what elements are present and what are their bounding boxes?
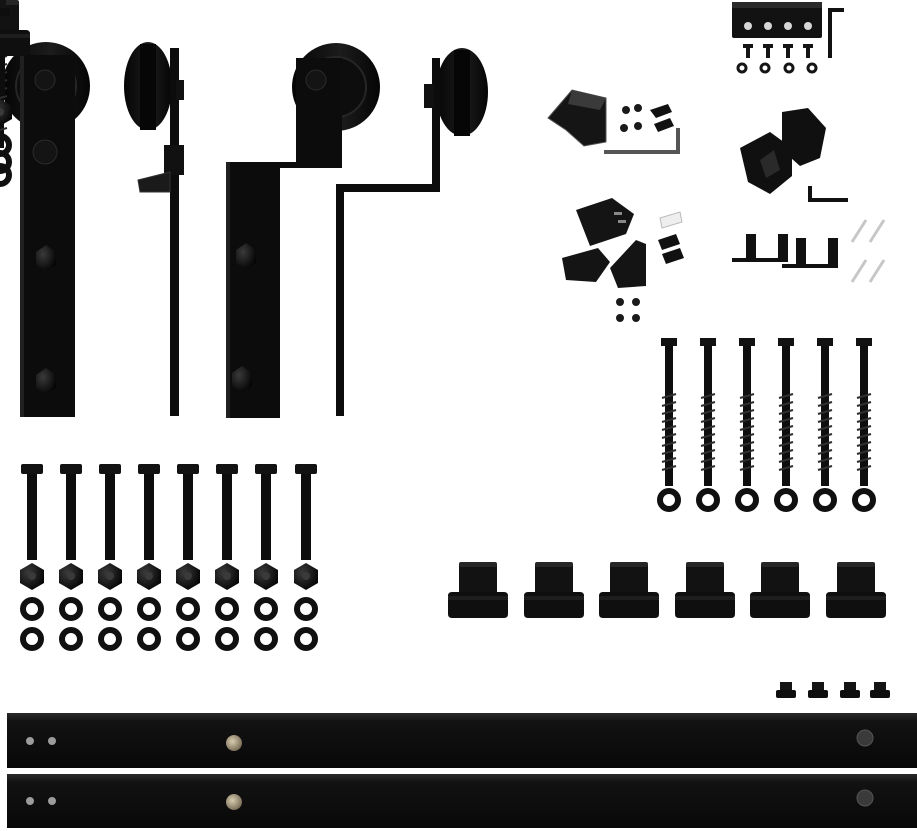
hanger-bolt — [294, 464, 318, 648]
hanger-bolt — [98, 464, 122, 648]
hanger-bolt-head — [36, 245, 56, 271]
hanger-strap — [20, 55, 75, 417]
allen-key — [808, 186, 848, 202]
wall-plugs — [850, 219, 886, 283]
lag-screw — [816, 338, 834, 509]
hanger-bolt — [137, 464, 161, 648]
rail-end-stop — [870, 682, 890, 698]
floor-guide-bracket — [547, 89, 680, 154]
lag-screw — [699, 338, 717, 509]
hanger-strap — [226, 58, 342, 418]
rail — [7, 774, 917, 828]
hanger-bolt — [176, 464, 200, 648]
allen-key — [604, 128, 680, 154]
floor-guide-rails — [732, 219, 886, 283]
lag-screw — [777, 338, 795, 509]
spacer — [826, 562, 886, 618]
door-guide — [740, 108, 848, 202]
spacer — [750, 562, 810, 618]
hanger-bolt — [20, 464, 44, 648]
lag-screw — [855, 338, 873, 509]
spacer — [599, 562, 659, 618]
rail-end-stop — [776, 682, 796, 698]
offset-hanger-side — [336, 48, 488, 416]
straight-hanger — [2, 42, 90, 417]
lag-screw — [738, 338, 756, 509]
hanger-bolt-head — [36, 368, 56, 394]
block-screw-row — [743, 44, 813, 58]
anti-jump-block — [732, 2, 844, 74]
hanger-bolt — [215, 464, 239, 648]
spacer — [524, 562, 584, 618]
wall-stop-brackets — [562, 198, 684, 322]
hanger-bolt — [254, 464, 278, 648]
rail-end-stop — [840, 682, 860, 698]
offset-hanger — [226, 43, 380, 418]
rail-end-stop — [808, 682, 828, 698]
lag-screw — [660, 338, 678, 509]
allen-key — [828, 8, 844, 58]
straight-hanger-side — [124, 42, 184, 416]
spacer — [448, 562, 508, 618]
hanger-bolt — [59, 464, 83, 648]
spacer — [675, 562, 735, 618]
hanger-bolt-head — [232, 366, 252, 392]
rail — [7, 713, 917, 768]
rail-end-stops — [0, 8, 890, 698]
hanger-bolt-head — [236, 243, 256, 269]
